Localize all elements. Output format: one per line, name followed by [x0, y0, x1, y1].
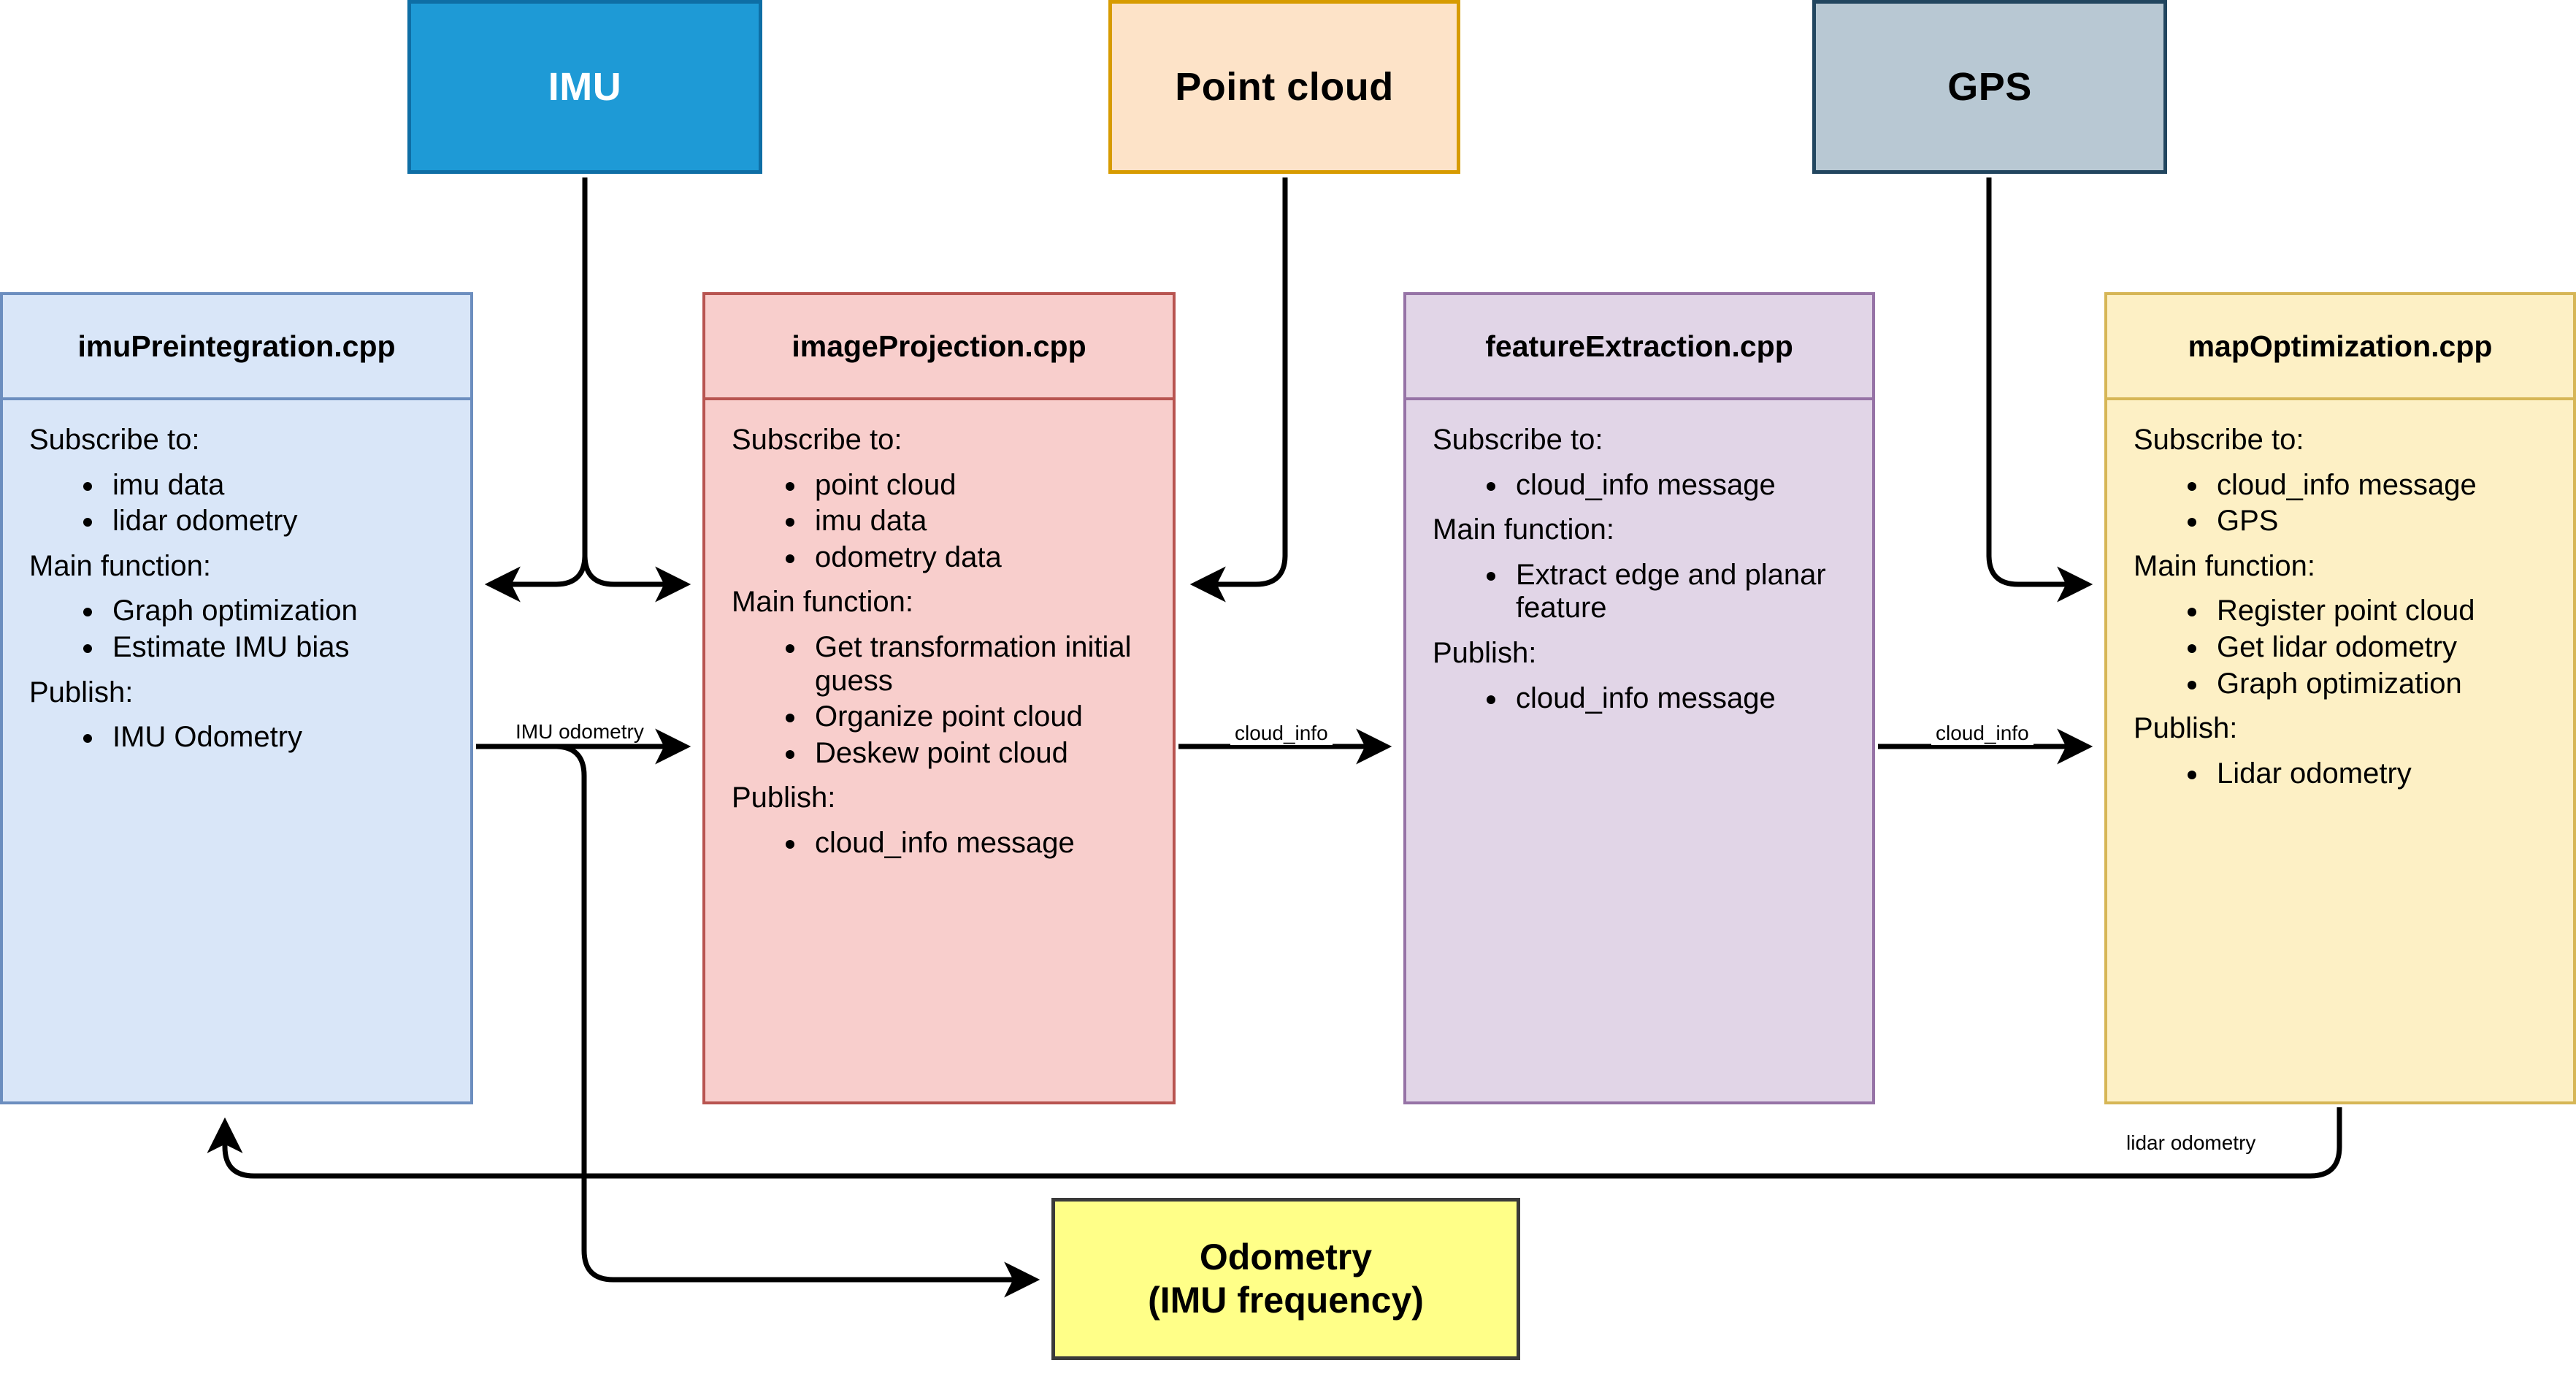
list-item: Graph optimization — [105, 595, 470, 628]
list-item: cloud_info message — [1509, 682, 1872, 716]
edge-label-imu-odometry: IMU odometry — [511, 720, 648, 744]
module-title-imu-preintegration: imuPreintegration.cpp — [3, 295, 470, 400]
output-label-odometry-line2: (IMU frequency) — [1148, 1280, 1424, 1321]
list-item: lidar odometry — [105, 505, 470, 538]
main-function-list: Graph optimization Estimate IMU bias — [3, 595, 470, 664]
source-box-point-cloud[interactable]: Point cloud — [1108, 0, 1460, 174]
section-label-subscribe: Subscribe to: — [1433, 424, 1603, 456]
subscribe-list: cloud_info message GPS — [2107, 469, 2573, 538]
connector-imu-split — [484, 177, 691, 603]
list-item: Estimate IMU bias — [105, 631, 470, 665]
main-function-list: Get transformation initial guess Organiz… — [705, 631, 1173, 770]
source-box-gps[interactable]: GPS — [1812, 0, 2167, 174]
module-image-projection[interactable]: imageProjection.cpp Subscribe to: point … — [702, 292, 1176, 1104]
section-label-main: Main function: — [2134, 549, 2316, 582]
publish-list: cloud_info message — [705, 827, 1173, 860]
module-title-image-projection: imageProjection.cpp — [705, 295, 1173, 400]
list-item: Graph optimization — [2209, 668, 2573, 701]
subscribe-list: imu data lidar odometry — [3, 469, 470, 538]
publish-list: Lidar odometry — [2107, 757, 2573, 791]
section-label-subscribe: Subscribe to: — [732, 424, 902, 456]
list-item: imu data — [105, 469, 470, 503]
source-label-point-cloud: Point cloud — [1175, 65, 1394, 109]
section-label-main: Main function: — [732, 586, 914, 619]
source-box-imu[interactable]: IMU — [407, 0, 762, 174]
publish-list: IMU Odometry — [3, 721, 470, 755]
edge-label-lidar-odometry: lidar odometry — [2122, 1131, 2261, 1155]
list-item: Get lidar odometry — [2209, 631, 2573, 665]
list-item: cloud_info message — [1509, 469, 1872, 503]
list-item: GPS — [2209, 505, 2573, 538]
output-label-odometry-line1: Odometry — [1199, 1237, 1373, 1277]
list-item: Organize point cloud — [808, 700, 1173, 734]
list-item: odometry data — [808, 541, 1173, 575]
list-item: IMU Odometry — [105, 721, 470, 755]
section-label-publish: Publish: — [732, 782, 836, 814]
module-title-feature-extraction: featureExtraction.cpp — [1406, 295, 1872, 400]
module-body-map-optimization: Subscribe to: cloud_info message GPS Mai… — [2107, 400, 2573, 1101]
subscribe-list: point cloud imu data odometry data — [705, 469, 1173, 575]
list-item: point cloud — [808, 469, 1173, 503]
connector-lidarodometry-feedback — [207, 1107, 2342, 1179]
source-label-imu: IMU — [548, 65, 622, 109]
list-item: Register point cloud — [2209, 595, 2573, 628]
source-label-gps: GPS — [1947, 65, 2032, 109]
section-label-publish: Publish: — [1433, 636, 1537, 669]
publish-list: cloud_info message — [1406, 682, 1872, 716]
list-item: Deskew point cloud — [808, 737, 1173, 771]
list-item: cloud_info message — [2209, 469, 2573, 503]
section-label-main: Main function: — [1433, 513, 1615, 546]
main-function-list: Extract edge and planar feature — [1406, 559, 1872, 625]
main-function-list: Register point cloud Get lidar odometry … — [2107, 595, 2573, 700]
subscribe-list: cloud_info message — [1406, 469, 1872, 503]
section-label-publish: Publish: — [29, 676, 134, 708]
section-label-subscribe: Subscribe to: — [29, 424, 200, 456]
module-body-imu-preintegration: Subscribe to: imu data lidar odometry Ma… — [3, 400, 470, 1101]
section-label-publish: Publish: — [2134, 712, 2238, 745]
list-item: cloud_info message — [808, 827, 1173, 860]
list-item: Get transformation initial guess — [808, 631, 1173, 698]
module-map-optimization[interactable]: mapOptimization.cpp Subscribe to: cloud_… — [2104, 292, 2576, 1104]
section-label-main: Main function: — [29, 549, 212, 582]
list-item: imu data — [808, 505, 1173, 538]
edge-label-cloud-info-1: cloud_info — [1230, 722, 1333, 745]
list-item: Lidar odometry — [2209, 757, 2573, 791]
module-feature-extraction[interactable]: featureExtraction.cpp Subscribe to: clou… — [1403, 292, 1875, 1104]
module-imu-preintegration[interactable]: imuPreintegration.cpp Subscribe to: imu … — [0, 292, 473, 1104]
edge-label-cloud-info-2: cloud_info — [1931, 722, 2033, 745]
section-label-subscribe: Subscribe to: — [2134, 424, 2304, 456]
module-body-feature-extraction: Subscribe to: cloud_info message Main fu… — [1406, 400, 1872, 1101]
module-title-map-optimization: mapOptimization.cpp — [2107, 295, 2573, 400]
module-body-image-projection: Subscribe to: point cloud imu data odome… — [705, 400, 1173, 1101]
connector-gps-to-mapoptimization — [1986, 177, 2093, 603]
list-item: Extract edge and planar feature — [1509, 559, 1872, 625]
connector-pointcloud-to-imageprojection — [1189, 177, 1288, 603]
output-box-odometry[interactable]: Odometry (IMU frequency) — [1051, 1198, 1520, 1360]
